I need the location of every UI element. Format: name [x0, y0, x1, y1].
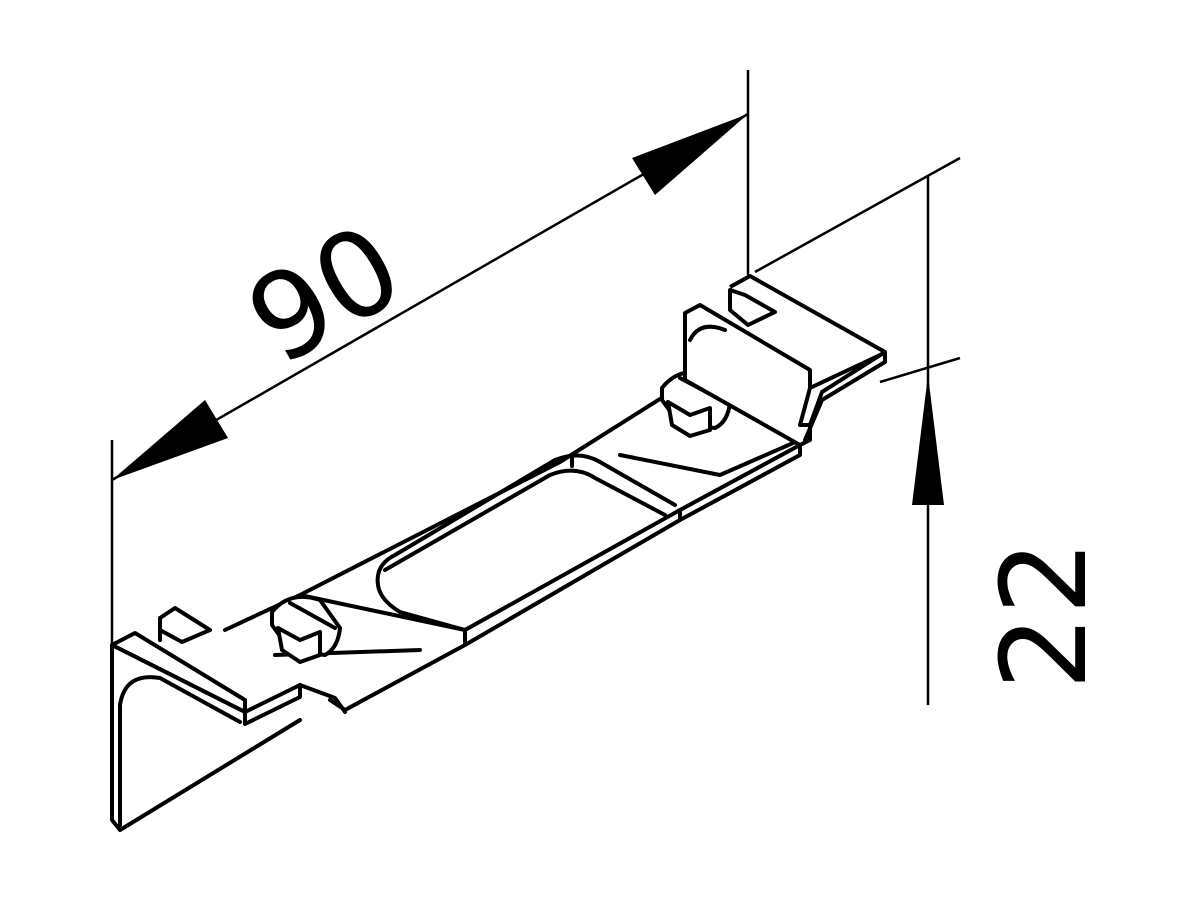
dimension-90: 90	[111, 112, 749, 482]
screw-left-icon	[270, 595, 342, 664]
arrow-left-icon	[112, 400, 228, 480]
dimension-22-label: 22	[975, 540, 1113, 690]
arrow-up-icon	[912, 375, 944, 505]
arrow-right-icon	[632, 114, 748, 195]
dimension-22: 22	[912, 375, 1113, 690]
slot	[375, 453, 677, 632]
bracket	[110, 274, 887, 832]
dimension-90-label: 90	[225, 197, 424, 392]
